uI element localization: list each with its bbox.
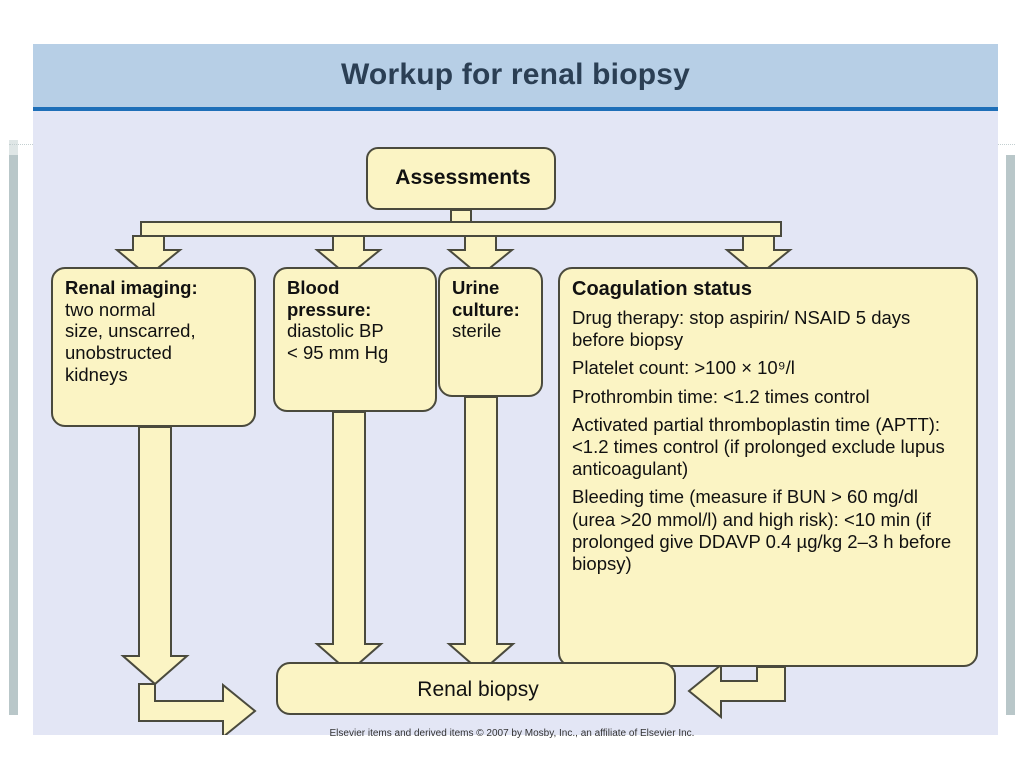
node-coagulation-status[interactable]: Coagulation status Drug therapy: stop as… (558, 267, 978, 667)
page-title: Workup for renal biopsy (340, 58, 691, 91)
title-band (33, 44, 998, 111)
node-renal-biopsy-label: Renal biopsy (417, 678, 539, 701)
node-blood-pressure-text: Blood pressure: diastolic BP < 95 mm Hg (275, 269, 435, 370)
node-renal-imaging-line-4: kidneys (65, 363, 128, 385)
node-urine-culture-line-1: sterile (452, 320, 502, 342)
node-assessments-label: Assessments (395, 166, 531, 189)
node-renal-imaging-line-1: two normal (65, 298, 156, 320)
node-renal-imaging-heading-1: Renal imaging: (65, 277, 198, 298)
node-renal-imaging[interactable]: Renal imaging: two normal size, unscarre… (51, 267, 256, 427)
node-urine-culture-text: Urine culture: sterile (440, 269, 541, 348)
node-urine-culture-heading: Urine culture: (452, 277, 520, 320)
node-renal-imaging-line-3: unobstructed (65, 341, 172, 363)
diagram-panel: Workup for renal biopsy (33, 44, 998, 735)
left-edge-band-mid (9, 140, 18, 155)
node-renal-imaging-text: Renal imaging: two normal size, unscarre… (53, 269, 254, 391)
coagulation-item-2: Platelet count: >100 × 10⁹/l (572, 357, 795, 379)
node-renal-biopsy[interactable]: Renal biopsy (276, 662, 676, 715)
coagulation-item-4: Activated partial thromboplastin time (A… (572, 413, 945, 480)
copyright-footer: Elsevier items and derived items © 2007 … (329, 728, 695, 739)
coagulation-item-1: Drug therapy: stop aspirin/ NSAID 5 days… (572, 307, 911, 351)
node-urine-culture[interactable]: Urine culture: sterile (438, 267, 543, 397)
node-assessments[interactable]: Assessments (366, 147, 556, 210)
node-blood-pressure-heading: Blood pressure: (287, 277, 372, 320)
right-edge-band (1006, 155, 1015, 715)
node-coagulation-text: Coagulation status Drug therapy: stop as… (560, 269, 976, 587)
node-blood-pressure-line-1: diastolic BP (287, 320, 384, 342)
node-blood-pressure-line-2: < 95 mm Hg (287, 341, 389, 363)
coagulation-item-3: Prothrombin time: <1.2 times control (572, 385, 870, 407)
node-renal-imaging-line-2: size, unscarred, (65, 320, 196, 342)
coagulation-item-5: Bleeding time (measure if BUN > 60 mg/dl… (572, 486, 952, 574)
node-blood-pressure[interactable]: Blood pressure: diastolic BP < 95 mm Hg (273, 267, 437, 412)
left-edge-band (9, 155, 18, 715)
node-coagulation-heading: Coagulation status (572, 278, 753, 300)
